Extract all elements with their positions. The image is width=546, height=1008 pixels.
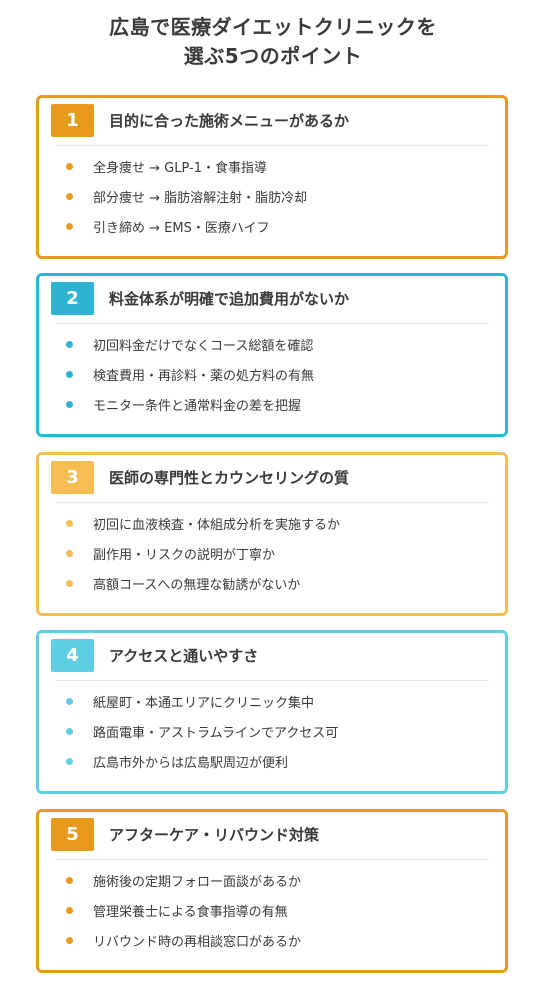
divider	[55, 323, 489, 324]
list-item: 初回に血液検査・体組成分析を実施するか	[39, 508, 505, 538]
bullet-dot-icon	[66, 370, 73, 378]
list-item-text: リバウンド時の再相談窓口があるか	[93, 934, 302, 950]
list-item-text: 広島市外からは広島駅周辺が便利	[93, 755, 289, 771]
bullet-dot-icon	[66, 400, 73, 408]
list-item-text: モニター条件と通常料金の差を把握	[93, 398, 302, 414]
list-item-text: 初回料金だけでなくコース総額を確認	[93, 338, 314, 354]
divider	[55, 680, 489, 681]
list-item-text: 高額コースへの無理な勧誘がないか	[93, 577, 301, 593]
point-card-header: 1 目的に合った施術メニューがあるか	[51, 103, 349, 138]
point-list: 紙屋町・本通エリアにクリニック集中 路面電車・アストラムラインでアクセス可 広島…	[39, 686, 505, 776]
list-item: リバウンド時の再相談窓口があるか	[39, 925, 505, 955]
list-item: 副作用・リスクの説明が丁寧か	[39, 538, 505, 568]
point-card-1: 1 目的に合った施術メニューがあるか 全身痩せ → GLP-1・食事指導 部分痩…	[36, 95, 508, 259]
point-title: アクセスと通いやすさ	[109, 647, 259, 665]
page-title: 広島で医療ダイエットクリニックを 選ぶ5つのポイント	[0, 13, 546, 71]
list-item: 検査費用・再診料・薬の処方料の有無	[39, 359, 505, 389]
list-item-text: 施術後の定期フォロー面談があるか	[93, 874, 302, 890]
divider	[55, 502, 489, 503]
list-item: 施術後の定期フォロー面談があるか	[39, 865, 505, 895]
point-card-header: 4 アクセスと通いやすさ	[51, 638, 258, 673]
page-title-line-1: 広島で医療ダイエットクリニックを	[109, 15, 437, 40]
bullet-dot-icon	[66, 697, 73, 705]
list-item: 紙屋町・本通エリアにクリニック集中	[39, 686, 505, 716]
list-item-text: 初回に血液検査・体組成分析を実施するか	[93, 517, 341, 533]
list-item: 管理栄養士による食事指導の有無	[39, 895, 505, 925]
bullet-dot-icon	[66, 162, 73, 170]
point-card-header: 2 料金体系が明確で追加費用がないか	[51, 281, 349, 316]
list-item: 高額コースへの無理な勧誘がないか	[39, 568, 505, 598]
divider	[55, 859, 489, 860]
point-card-4: 4 アクセスと通いやすさ 紙屋町・本通エリアにクリニック集中 路面電車・アストラ…	[36, 630, 508, 794]
bullet-dot-icon	[66, 192, 73, 200]
point-card-2: 2 料金体系が明確で追加費用がないか 初回料金だけでなくコース総額を確認 検査費…	[36, 273, 508, 437]
point-list: 初回に血液検査・体組成分析を実施するか 副作用・リスクの説明が丁寧か 高額コース…	[39, 508, 505, 598]
point-card-header: 3 医師の専門性とカウンセリングの質	[51, 460, 349, 495]
point-title: 目的に合った施術メニューがあるか	[109, 112, 350, 130]
point-list: 初回料金だけでなくコース総額を確認 検査費用・再診料・薬の処方料の有無 モニター…	[39, 329, 505, 419]
list-item-text: 副作用・リスクの説明が丁寧か	[93, 547, 276, 563]
bullet-dot-icon	[66, 549, 73, 557]
bullet-dot-icon	[66, 757, 73, 765]
list-item-text: 全身痩せ → GLP-1・食事指導	[93, 160, 267, 176]
bullet-dot-icon	[66, 222, 73, 230]
point-card-header: 5 アフターケア・リバウンド対策	[51, 817, 319, 852]
bullet-dot-icon	[66, 876, 73, 884]
point-card-5: 5 アフターケア・リバウンド対策 施術後の定期フォロー面談があるか 管理栄養士に…	[36, 809, 508, 973]
list-item-text: 路面電車・アストラムラインでアクセス可	[93, 725, 339, 741]
point-title: アフターケア・リバウンド対策	[109, 826, 320, 844]
divider	[55, 145, 489, 146]
number-badge: 5	[51, 818, 94, 851]
list-item: 引き締め → EMS・医療ハイフ	[39, 211, 505, 241]
number-badge: 4	[51, 639, 94, 672]
list-item-text: 紙屋町・本通エリアにクリニック集中	[93, 695, 315, 711]
number-badge: 1	[51, 104, 94, 137]
list-item: 広島市外からは広島駅周辺が便利	[39, 746, 505, 776]
list-item: モニター条件と通常料金の差を把握	[39, 389, 505, 419]
point-list: 全身痩せ → GLP-1・食事指導 部分痩せ → 脂肪溶解注射・脂肪冷却 引き締…	[39, 151, 505, 241]
bullet-dot-icon	[66, 727, 73, 735]
number-badge: 2	[51, 282, 94, 315]
list-item: 初回料金だけでなくコース総額を確認	[39, 329, 505, 359]
point-title: 料金体系が明確で追加費用がないか	[109, 290, 350, 308]
bullet-dot-icon	[66, 579, 73, 587]
list-item: 全身痩せ → GLP-1・食事指導	[39, 151, 505, 181]
list-item: 部分痩せ → 脂肪溶解注射・脂肪冷却	[39, 181, 505, 211]
bullet-dot-icon	[66, 936, 73, 944]
point-list: 施術後の定期フォロー面談があるか 管理栄養士による食事指導の有無 リバウンド時の…	[39, 865, 505, 955]
page-title-line-2: 選ぶ5つのポイント	[183, 44, 363, 69]
bullet-dot-icon	[66, 906, 73, 914]
point-card-3: 3 医師の専門性とカウンセリングの質 初回に血液検査・体組成分析を実施するか 副…	[36, 452, 508, 616]
point-title: 医師の専門性とカウンセリングの質	[109, 469, 350, 487]
list-item-text: 検査費用・再診料・薬の処方料の有無	[93, 368, 315, 384]
list-item-text: 部分痩せ → 脂肪溶解注射・脂肪冷却	[93, 190, 308, 206]
list-item-text: 引き締め → EMS・医療ハイフ	[93, 220, 270, 236]
list-item-text: 管理栄養士による食事指導の有無	[93, 904, 288, 920]
list-item: 路面電車・アストラムラインでアクセス可	[39, 716, 505, 746]
bullet-dot-icon	[66, 340, 73, 348]
number-badge: 3	[51, 461, 94, 494]
bullet-dot-icon	[66, 519, 73, 527]
